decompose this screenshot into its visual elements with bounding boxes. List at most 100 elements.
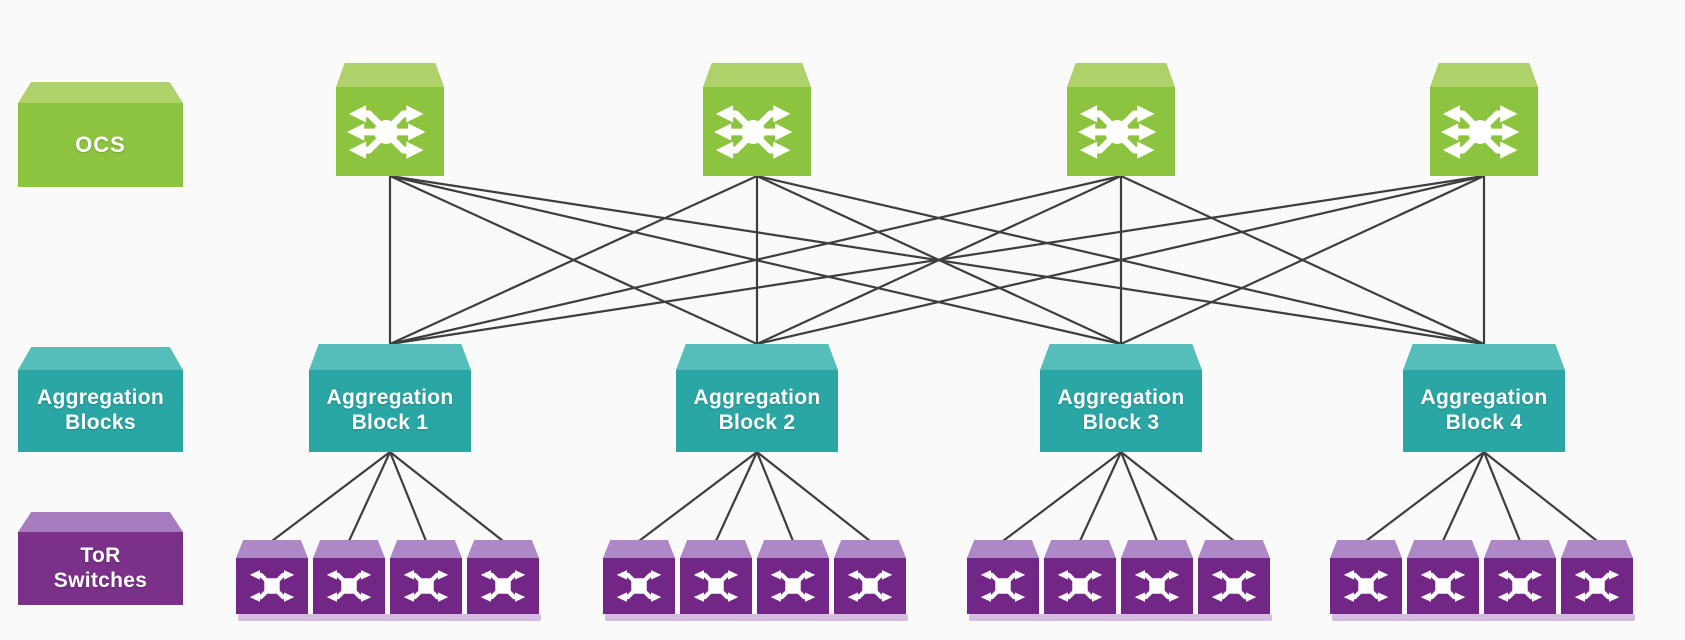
- agg-tor-link: [1079, 451, 1122, 542]
- legend-tor-box-front: ToR Switches: [18, 532, 183, 605]
- aggregation-box-front: Aggregation Block 2: [676, 370, 838, 452]
- tor-switch: [834, 540, 906, 614]
- legend-ocs-box: OCS: [18, 82, 183, 187]
- tor-cube-front: [390, 558, 462, 614]
- tor-cube-top: [1330, 540, 1402, 558]
- ocs-switch-2: [703, 63, 811, 176]
- agg-tor-link: [1120, 451, 1235, 542]
- tor-switch-icon: [1049, 562, 1111, 610]
- legend-aggregation-label: Aggregation Blocks: [37, 386, 164, 434]
- tor-switch: [467, 540, 539, 614]
- tor-cube-front: [1044, 558, 1116, 614]
- aggregation-block-label: Aggregation Block 2: [693, 386, 821, 434]
- tor-cube-front: [1330, 558, 1402, 614]
- tor-switch: [757, 540, 829, 614]
- tor-cube-top: [680, 540, 752, 558]
- tor-cube-top: [967, 540, 1039, 558]
- aggregation-block-label: Aggregation Block 4: [1420, 386, 1548, 434]
- agg-tor-link: [388, 451, 428, 542]
- tor-switch-icon: [395, 562, 457, 610]
- tor-cube-front: [236, 558, 308, 614]
- agg-tor-link: [1442, 451, 1485, 542]
- tor-row-shadow: [238, 614, 541, 621]
- tor-cube-top: [1484, 540, 1556, 558]
- ocs-agg-link: [1120, 175, 1485, 345]
- legend-ocs-box-top: [18, 82, 183, 103]
- aggregation-box-top: [1403, 344, 1565, 370]
- tor-cube-top: [1561, 540, 1633, 558]
- tor-cube-top: [603, 540, 675, 558]
- legend-aggregation-box-top: [18, 347, 183, 370]
- ocs-cube-top: [336, 63, 444, 87]
- aggregation-block-3: Aggregation Block 3: [1040, 344, 1202, 452]
- tor-switch: [313, 540, 385, 614]
- agg-tor-link: [1119, 451, 1159, 542]
- ocs-switch-icon: [1436, 89, 1532, 175]
- tor-switch-icon: [472, 562, 534, 610]
- agg-tor-link: [1482, 451, 1522, 542]
- legend-ocs-label: OCS: [75, 132, 126, 158]
- tor-cube-front: [967, 558, 1039, 614]
- aggregation-block-2: Aggregation Block 2: [676, 344, 838, 452]
- tor-cube-front: [834, 558, 906, 614]
- tor-switch-icon: [1203, 562, 1265, 610]
- topology-column-4: Aggregation Block 4: [1330, 0, 1638, 640]
- tor-cube-top: [757, 540, 829, 558]
- tor-switch: [1198, 540, 1270, 614]
- ocs-cube-top: [703, 63, 811, 87]
- tor-row-shadow: [969, 614, 1272, 621]
- agg-tor-link: [638, 451, 758, 542]
- legend-tor-label: ToR Switches: [53, 543, 148, 592]
- tor-switch: [1330, 540, 1402, 614]
- agg-tor-link: [1002, 451, 1122, 542]
- tor-cube-front: [603, 558, 675, 614]
- tor-row-shadow: [605, 614, 908, 621]
- ocs-switch-icon: [709, 89, 805, 175]
- tor-switch-icon: [318, 562, 380, 610]
- tor-cube-front: [1561, 558, 1633, 614]
- tor-switch-icon: [1489, 562, 1551, 610]
- tor-cube-top: [313, 540, 385, 558]
- tor-cube-top: [236, 540, 308, 558]
- tor-cube-top: [1198, 540, 1270, 558]
- tor-cube-top: [1044, 540, 1116, 558]
- tor-switch-icon: [1335, 562, 1397, 610]
- ocs-cube-front: [703, 87, 811, 176]
- tor-cube-top: [390, 540, 462, 558]
- ocs-cube-front: [1067, 87, 1175, 176]
- ocs-switch-1: [336, 63, 444, 176]
- aggregation-block-4: Aggregation Block 4: [1403, 344, 1565, 452]
- aggregation-to-tor-links: [271, 451, 1598, 542]
- ocs-cube-front: [336, 87, 444, 176]
- ocs-to-aggregation-links: [388, 174, 1486, 346]
- topology-column-1: Aggregation Block 1: [236, 0, 544, 640]
- ocs-switch-4: [1430, 63, 1538, 176]
- tor-cube-front: [1407, 558, 1479, 614]
- tor-row-shadow: [1332, 614, 1635, 621]
- tor-cube-front: [757, 558, 829, 614]
- tor-switch-icon: [839, 562, 901, 610]
- agg-tor-link: [1365, 451, 1485, 542]
- agg-tor-link: [755, 451, 795, 542]
- ocs-agg-link: [389, 174, 1485, 346]
- legend-tor-box-top: [18, 512, 183, 532]
- tor-cube-top: [467, 540, 539, 558]
- tor-switch-icon: [1412, 562, 1474, 610]
- aggregation-block-1: Aggregation Block 1: [309, 344, 471, 452]
- tor-switch: [603, 540, 675, 614]
- ocs-agg-link: [389, 174, 758, 346]
- topology-column-3: Aggregation Block 3: [967, 0, 1275, 640]
- tor-switch-icon: [241, 562, 303, 610]
- legend-aggregation-box: Aggregation Blocks: [18, 347, 183, 452]
- tor-switch: [1121, 540, 1193, 614]
- legend-aggregation-box-front: Aggregation Blocks: [18, 370, 183, 452]
- legend-ocs-box-front: OCS: [18, 103, 183, 187]
- tor-switch: [1561, 540, 1633, 614]
- aggregation-box-top: [309, 344, 471, 370]
- tor-switch: [1484, 540, 1556, 614]
- tor-switch: [967, 540, 1039, 614]
- agg-tor-link: [348, 451, 391, 542]
- tor-switch-icon: [1126, 562, 1188, 610]
